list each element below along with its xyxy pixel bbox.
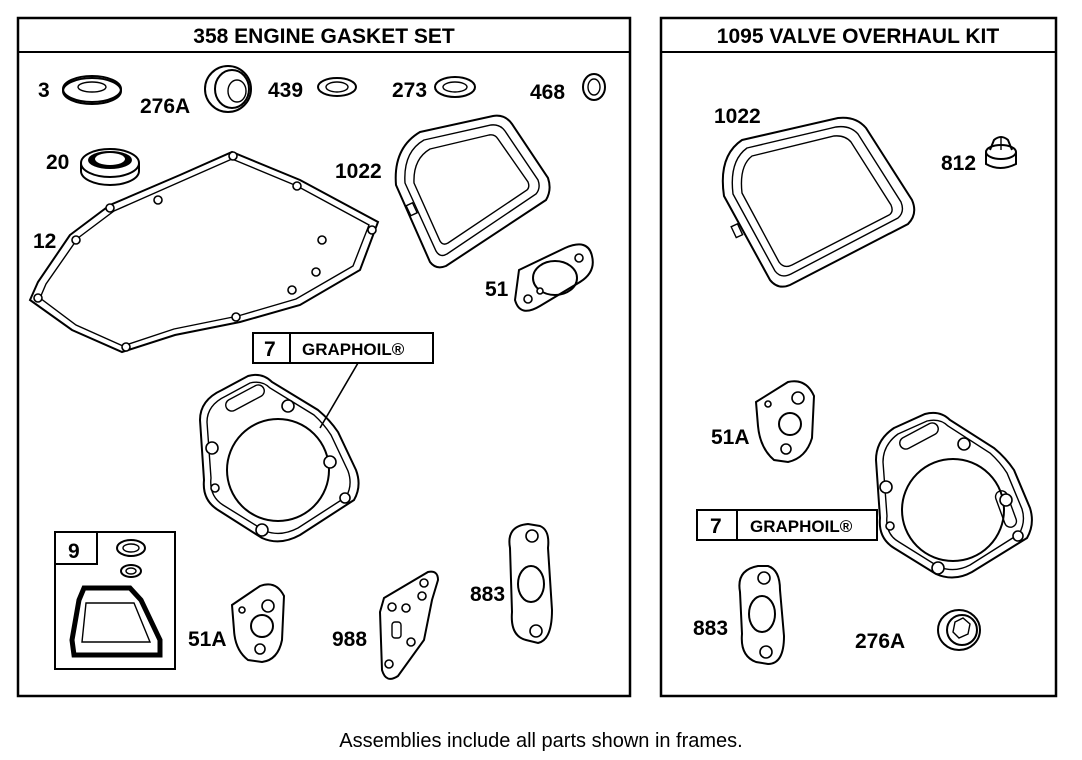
label-part-1022: 1022 <box>335 160 382 183</box>
graphoil-label-left: GRAPHOIL® <box>302 340 405 359</box>
engine-gasket-set-panel: 358 ENGINE GASKET SET <box>16 16 632 698</box>
part-51a-intake-gasket-left <box>230 583 286 664</box>
label-part-7-right: 7 <box>710 515 722 538</box>
part-20-oil-seal <box>80 148 140 186</box>
part-51-carburetor-gasket <box>513 243 594 312</box>
label-part-12: 12 <box>33 230 56 253</box>
label-part-883-right: 883 <box>693 617 728 640</box>
graphoil-callout-left <box>252 332 434 429</box>
engine-gasket-set-title: 358 ENGINE GASKET SET <box>193 25 455 48</box>
part-988-plate-gasket <box>378 570 440 680</box>
label-part-51a-right: 51A <box>711 426 750 449</box>
label-part-20: 20 <box>46 151 69 174</box>
part-273-o-ring <box>434 76 476 98</box>
label-part-3: 3 <box>38 79 50 102</box>
part-9-kit-box <box>54 531 176 670</box>
label-part-9: 9 <box>68 540 80 563</box>
part-1022-valve-cover-gasket <box>394 114 551 269</box>
part-7-head-gasket-right <box>874 411 1033 579</box>
part-883-exhaust-gasket-left <box>508 522 554 645</box>
part-276a-valve-seal <box>204 65 252 113</box>
part-7-head-gasket <box>198 373 360 543</box>
footer-note: Assemblies include all parts shown in fr… <box>339 730 743 752</box>
valve-overhaul-kit-panel: 1095 VALVE OVERHAUL KIT <box>659 16 1058 698</box>
label-part-1022-right: 1022 <box>714 105 761 128</box>
part-439-o-ring <box>317 77 357 97</box>
label-part-273: 273 <box>392 79 427 102</box>
label-part-988: 988 <box>332 628 367 651</box>
label-part-812: 812 <box>941 152 976 175</box>
part-276a-valve-seal-right <box>937 609 981 651</box>
part-12-crankcase-gasket <box>28 150 380 354</box>
graphoil-label-right: GRAPHOIL® <box>750 517 853 536</box>
part-812-nut <box>985 136 1017 169</box>
valve-overhaul-kit-title: 1095 VALVE OVERHAUL KIT <box>717 25 1000 48</box>
part-3-seal-ring <box>62 75 122 105</box>
label-part-7-left: 7 <box>264 338 276 361</box>
label-part-51: 51 <box>485 278 509 301</box>
part-883-exhaust-gasket-right <box>738 565 786 666</box>
label-part-883-left: 883 <box>470 583 505 606</box>
label-part-51a-left: 51A <box>188 628 227 651</box>
part-1022-valve-cover-gasket-right <box>721 116 916 288</box>
part-51a-intake-gasket-right <box>754 380 816 464</box>
graphoil-callout-right <box>696 509 878 541</box>
label-part-276a: 276A <box>140 95 190 118</box>
part-468-o-ring <box>582 73 606 101</box>
label-part-468: 468 <box>530 81 565 104</box>
label-part-276a-right: 276A <box>855 630 905 653</box>
label-part-439: 439 <box>268 79 303 102</box>
